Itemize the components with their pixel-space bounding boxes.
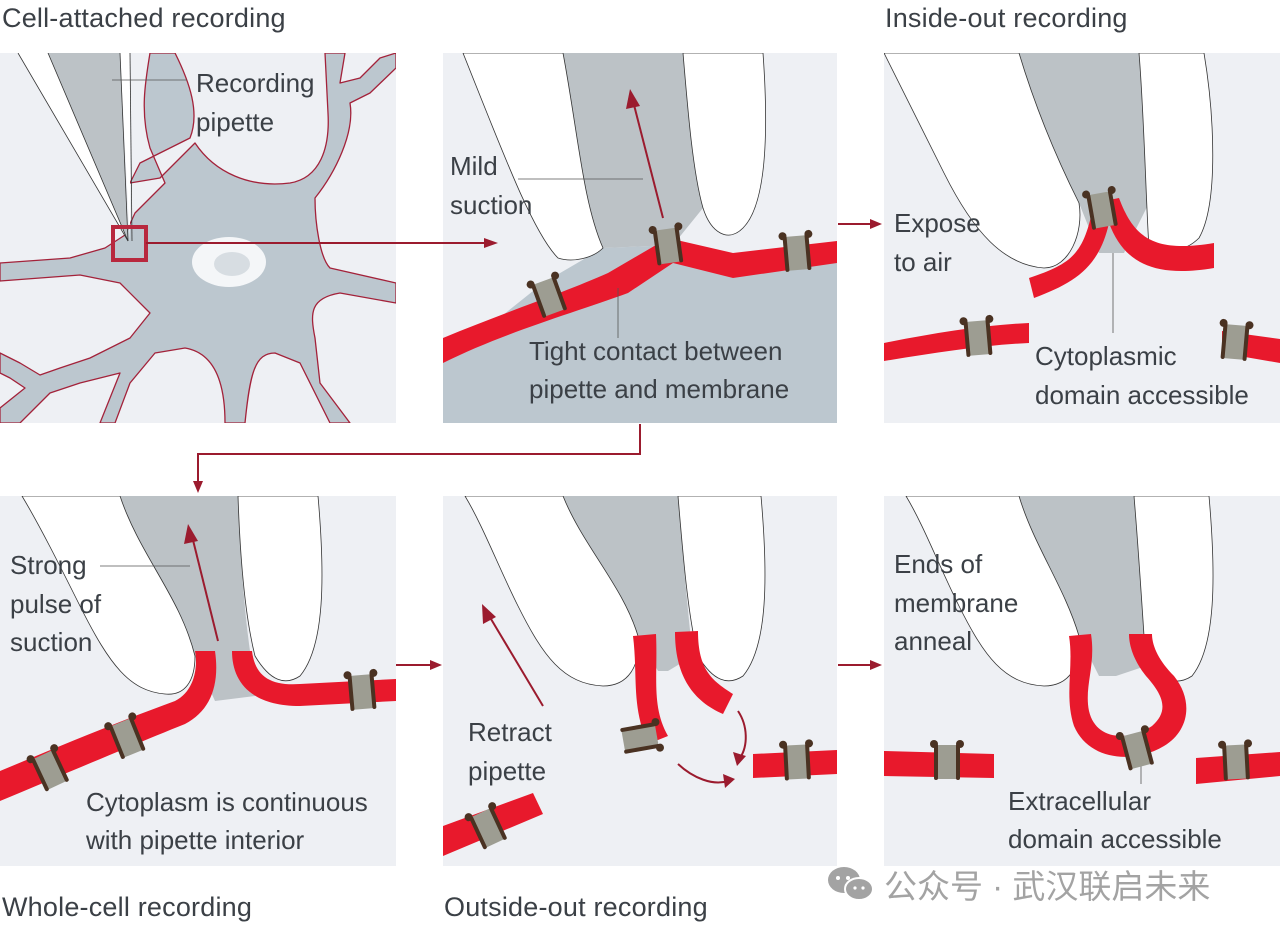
ion-channel <box>1082 186 1118 230</box>
ion-channel <box>1218 739 1253 781</box>
label-expose: Expose <box>894 208 981 238</box>
label-recording: Recording <box>196 68 315 98</box>
label-pipette: pipette <box>196 107 275 137</box>
label-pulse-of: pulse of <box>10 589 102 619</box>
title-cell-attached: Cell-attached recording <box>2 3 286 33</box>
label-extracellular: Extracellular <box>1008 786 1152 816</box>
recording-pipette <box>17 53 133 242</box>
watermark: 公众号 · 武汉联启未来 <box>826 860 1210 908</box>
retract-arrow <box>487 613 544 707</box>
label-anneal: anneal <box>894 626 973 656</box>
label-retract: Retract <box>468 717 552 747</box>
membrane-right-strand <box>675 631 733 714</box>
title-whole-cell: Whole-cell recording <box>2 892 253 922</box>
neuron-cell <box>0 53 396 423</box>
label-pipette-membrane: pipette and membrane <box>529 374 790 404</box>
membrane-patch <box>1029 198 1214 298</box>
ion-channel <box>779 739 814 781</box>
ion-channel <box>464 802 507 850</box>
ion-channel <box>26 744 69 792</box>
membrane-vesicle <box>1069 634 1187 757</box>
label-membrane: membrane <box>894 588 1019 618</box>
pipette-wall-left <box>462 53 604 261</box>
neuron-illustration <box>0 53 396 423</box>
ion-channel-group <box>26 186 1254 850</box>
pipette-lumen <box>563 53 703 248</box>
label-suction: suction <box>450 190 533 220</box>
label-strong: Strong <box>10 550 87 580</box>
panel-outside-out: Retract pipette <box>443 496 837 866</box>
ion-channel <box>648 222 684 266</box>
ion-channel <box>959 314 994 357</box>
ion-channel <box>526 271 567 318</box>
ion-channel <box>1219 318 1254 361</box>
label-ends-of: Ends of <box>894 549 983 579</box>
membrane-fragment-left <box>884 323 1029 361</box>
anneal-arrow-1 <box>677 763 729 784</box>
label-to-air: to air <box>894 247 952 277</box>
ion-channel <box>343 668 378 711</box>
membrane-left-strand <box>633 634 668 744</box>
panel-whole-cell: Strong pulse of suction Cytoplasm is con… <box>0 496 396 866</box>
label-cytoplasm-continuous: Cytoplasm is continuous <box>86 787 368 817</box>
ion-channel <box>1115 725 1154 771</box>
membrane <box>443 238 837 363</box>
pipette-wall-right <box>682 53 766 236</box>
label-extracellular-domain: domain accessible <box>1008 824 1222 854</box>
label-retract-pipette: pipette <box>468 756 547 786</box>
arrow-to-whole-cell <box>197 424 641 484</box>
watermark-text: 公众号 · 武汉联启未来 <box>884 868 1211 905</box>
label-domain-accessible: domain accessible <box>1035 380 1249 410</box>
suction-arrow <box>191 535 219 642</box>
label-suction: suction <box>10 627 93 657</box>
ion-channel <box>104 712 146 759</box>
panel-cell-attached-detail: Mild suction Tight contact between pipet… <box>443 53 837 423</box>
panel-inside-out: Expose to air Cytoplasmic domain accessi… <box>884 53 1280 423</box>
title-outside-out: Outside-out recording <box>444 892 708 922</box>
panel-cell-attached: Recording pipette <box>0 53 396 423</box>
label-cytoplasmic: Cytoplasmic <box>1035 341 1177 371</box>
ion-channel <box>930 740 964 780</box>
ion-channel <box>778 229 813 272</box>
suction-arrow <box>632 100 664 219</box>
label-with-pipette-interior: with pipette interior <box>86 825 305 855</box>
title-inside-out: Inside-out recording <box>885 3 1128 33</box>
wechat-icon <box>826 864 876 904</box>
label-mild: Mild <box>450 151 498 181</box>
ion-channel <box>620 718 664 754</box>
panel-outside-out-anneal: Ends of membrane anneal Extracellular do… <box>884 496 1280 866</box>
label-tight-contact: Tight contact between <box>529 336 783 366</box>
